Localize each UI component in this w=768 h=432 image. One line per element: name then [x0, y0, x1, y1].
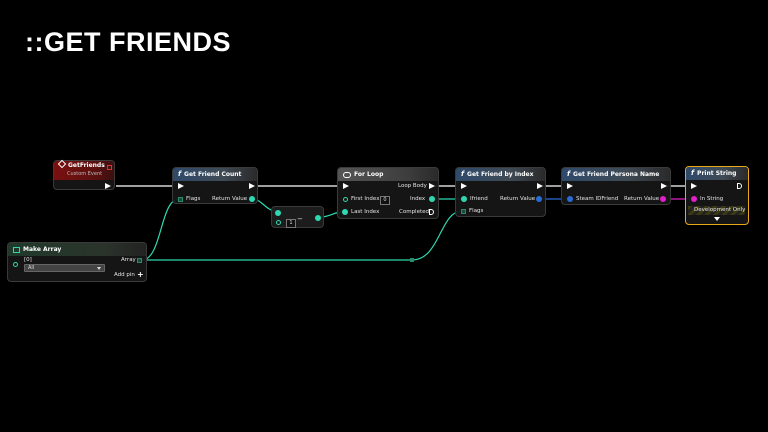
- result-pin[interactable]: [315, 215, 321, 221]
- return-value-pin[interactable]: [536, 196, 542, 202]
- element-dropdown-value: All: [28, 265, 35, 271]
- array-wire: [141, 198, 180, 261]
- steam-id-pin[interactable]: [567, 196, 573, 202]
- first-index-label: First Index: [351, 196, 380, 202]
- wire-reroute: [410, 258, 414, 262]
- last-index-label: Last Index: [351, 209, 380, 215]
- node-title: Get Friend Count: [184, 171, 242, 178]
- node-subtract[interactable]: 1 −: [271, 206, 324, 228]
- delegate-pin[interactable]: [107, 165, 112, 170]
- node-title: Make Array: [23, 246, 62, 253]
- completed-label: Completed: [399, 209, 429, 215]
- node-header: GetFriends: [54, 159, 114, 180]
- index-label: Index: [410, 196, 426, 202]
- exec-out-pin[interactable]: [661, 183, 667, 189]
- exec-in-pin[interactable]: [461, 183, 467, 189]
- development-only-banner: [688, 206, 745, 215]
- flags-pin[interactable]: [461, 209, 466, 214]
- subtract-value-field[interactable]: 1: [286, 219, 296, 228]
- node-subtitle: Custom Event: [67, 171, 103, 177]
- function-icon: f: [691, 169, 695, 177]
- flags-label: Flags: [186, 196, 201, 202]
- last-index-pin[interactable]: [342, 209, 348, 215]
- flags-label: Flags: [469, 208, 484, 214]
- in-string-pin[interactable]: [691, 196, 697, 202]
- array-pin[interactable]: [137, 258, 142, 263]
- node-for-loop[interactable]: For Loop Loop Body First Index 0 Index L…: [337, 167, 439, 219]
- first-index-pin[interactable]: [343, 197, 348, 202]
- in-string-label: In String: [700, 196, 724, 202]
- return-value-label: Return Value: [624, 196, 660, 202]
- exec-in-pin[interactable]: [691, 183, 697, 189]
- add-pin-label[interactable]: Add pin: [114, 272, 135, 278]
- node-header: For Loop: [338, 168, 438, 181]
- node-get-friends-event[interactable]: GetFriends Custom Event: [53, 159, 115, 190]
- element-pin[interactable]: [13, 262, 18, 267]
- slide-title: ::GET FRIENDS: [25, 27, 231, 57]
- function-icon: f: [178, 170, 182, 178]
- return-value-label: Return Value: [500, 196, 536, 202]
- first-index-field[interactable]: 0: [380, 196, 390, 205]
- input-a-pin[interactable]: [275, 210, 281, 216]
- ifriend-label: Ifriend: [470, 196, 488, 202]
- element-dropdown[interactable]: All: [24, 264, 105, 272]
- return-value-pin[interactable]: [660, 196, 666, 202]
- loop-icon: [343, 171, 351, 178]
- exec-in-pin[interactable]: [178, 183, 184, 189]
- array-label: Array: [121, 257, 136, 263]
- function-icon: f: [461, 170, 465, 178]
- flags-pin[interactable]: [178, 197, 183, 202]
- plus-icon[interactable]: +: [137, 270, 144, 279]
- completed-pin[interactable]: [429, 209, 434, 215]
- subtract-symbol: −: [297, 215, 303, 223]
- node-title: Print String: [697, 170, 737, 177]
- input-b-pin[interactable]: [276, 220, 281, 225]
- steam-id-label: Steam IDFriend: [576, 196, 619, 202]
- function-icon: f: [567, 170, 571, 178]
- loop-body-label: Loop Body: [398, 183, 427, 189]
- node-make-array[interactable]: Make Array [0] All Array Add pin +: [7, 242, 147, 282]
- event-diamond-icon: [57, 159, 67, 169]
- node-title: For Loop: [354, 171, 384, 178]
- loop-body-pin[interactable]: [429, 183, 435, 189]
- exec-out-pin[interactable]: [737, 183, 742, 189]
- expand-arrow-icon[interactable]: [714, 217, 720, 221]
- node-title: Get Friend Persona Name: [573, 171, 660, 178]
- element-label: [0]: [24, 257, 32, 263]
- development-only-label: Development Only: [694, 207, 746, 213]
- exec-out-pin[interactable]: [249, 183, 255, 189]
- node-header: Make Array: [8, 243, 146, 256]
- exec-in-pin[interactable]: [567, 183, 573, 189]
- return-value-pin[interactable]: [249, 196, 255, 202]
- exec-out-pin[interactable]: [105, 183, 111, 189]
- exec-in-pin[interactable]: [343, 183, 349, 189]
- index-pin[interactable]: [429, 196, 435, 202]
- node-title: Get Friend by Index: [467, 171, 534, 178]
- ifriend-pin[interactable]: [461, 196, 467, 202]
- exec-out-pin[interactable]: [537, 183, 543, 189]
- node-title: GetFriends: [68, 162, 105, 169]
- array-grid-icon: [13, 246, 20, 253]
- return-value-label: Return Value: [212, 196, 248, 202]
- chevron-down-icon: [97, 267, 101, 270]
